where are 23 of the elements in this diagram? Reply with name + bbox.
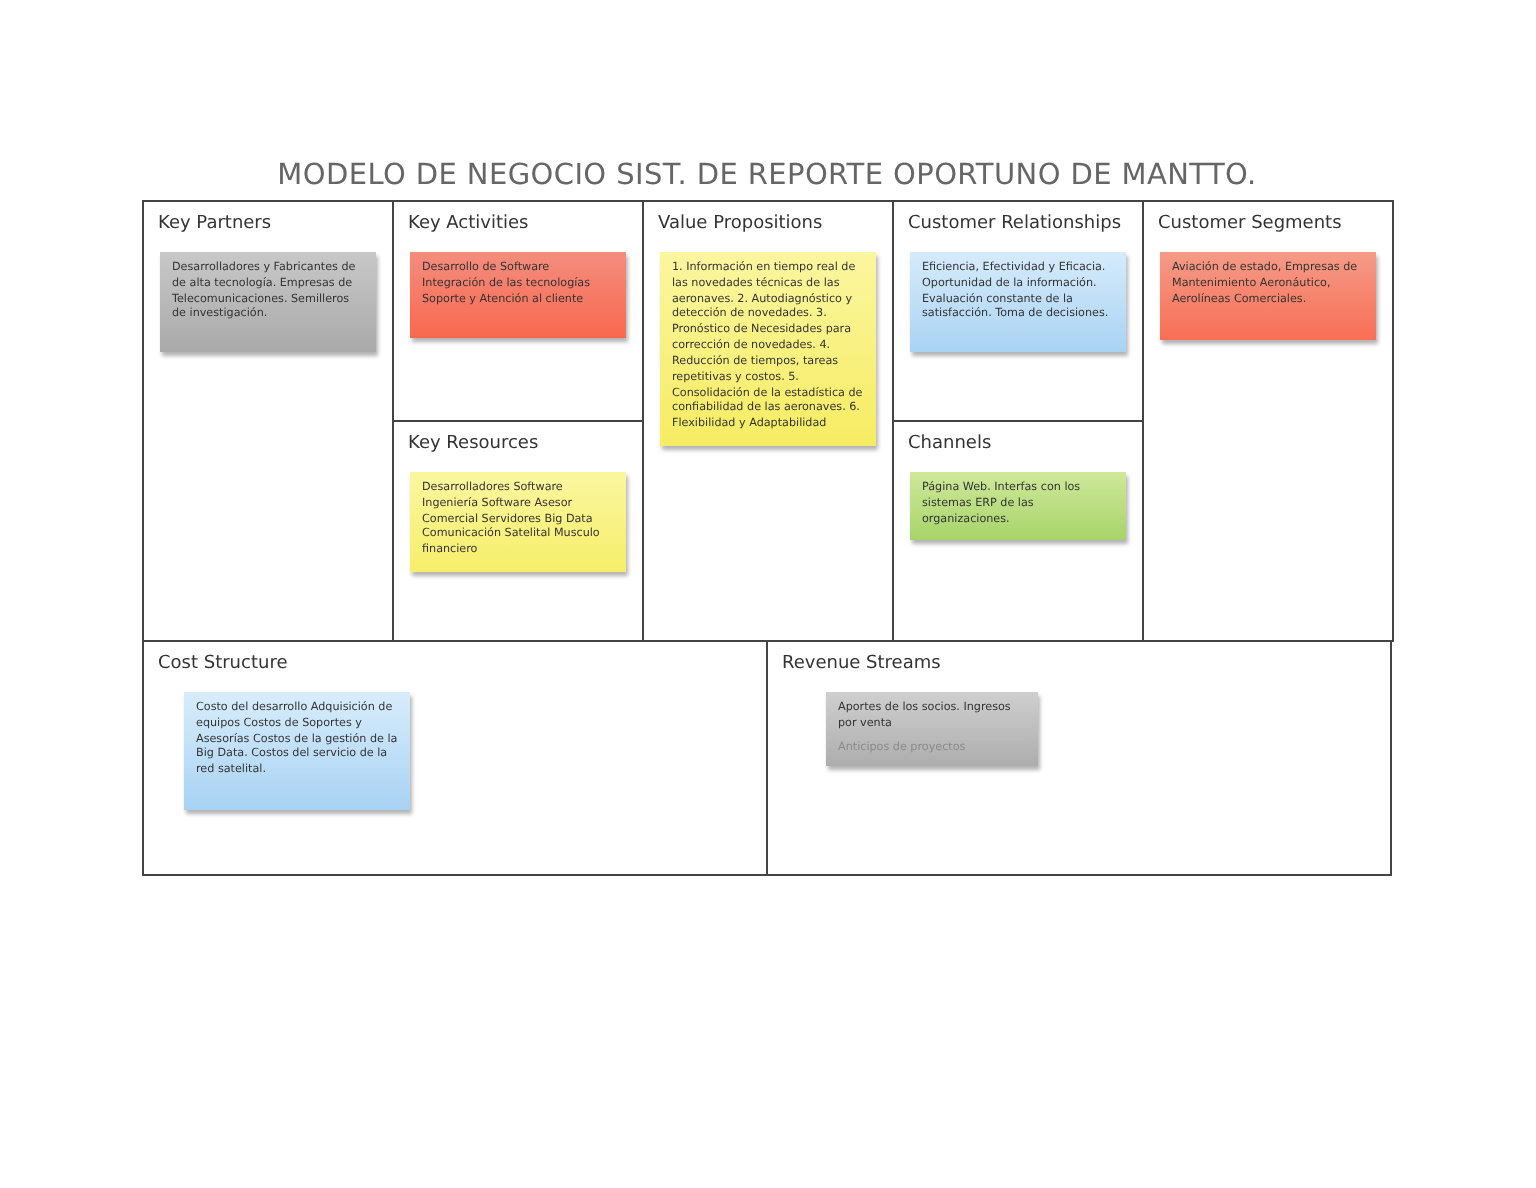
section-heading: Customer Segments	[1158, 214, 1342, 234]
section-heading: Key Partners	[158, 214, 272, 234]
section-heading: Cost Structure	[158, 654, 288, 674]
sticky-note	[410, 472, 626, 572]
sticky-note	[184, 692, 410, 810]
section-heading: Channels	[908, 434, 992, 454]
sticky-note	[910, 472, 1126, 540]
canvas-section	[766, 640, 1392, 876]
sticky-note	[1160, 252, 1376, 340]
sticky-note	[826, 692, 1038, 766]
sticky-note	[910, 252, 1126, 352]
canvas-title: MODELO DE NEGOCIO SIST. DE REPORTE OPORTUNO DE MANTTO.	[275, 160, 1259, 192]
canvas-section	[142, 200, 394, 642]
section-heading: Key Activities	[408, 214, 529, 234]
section-heading: Key Resources	[408, 434, 539, 454]
section-heading: Customer Relationships	[908, 214, 1122, 234]
sticky-note	[410, 252, 626, 338]
section-heading: Revenue Streams	[782, 654, 941, 674]
sticky-note	[660, 252, 876, 446]
sticky-note	[160, 252, 376, 352]
section-heading: Value Propositions	[658, 214, 823, 234]
canvas-section	[1142, 200, 1394, 642]
canvas-section	[142, 640, 768, 876]
